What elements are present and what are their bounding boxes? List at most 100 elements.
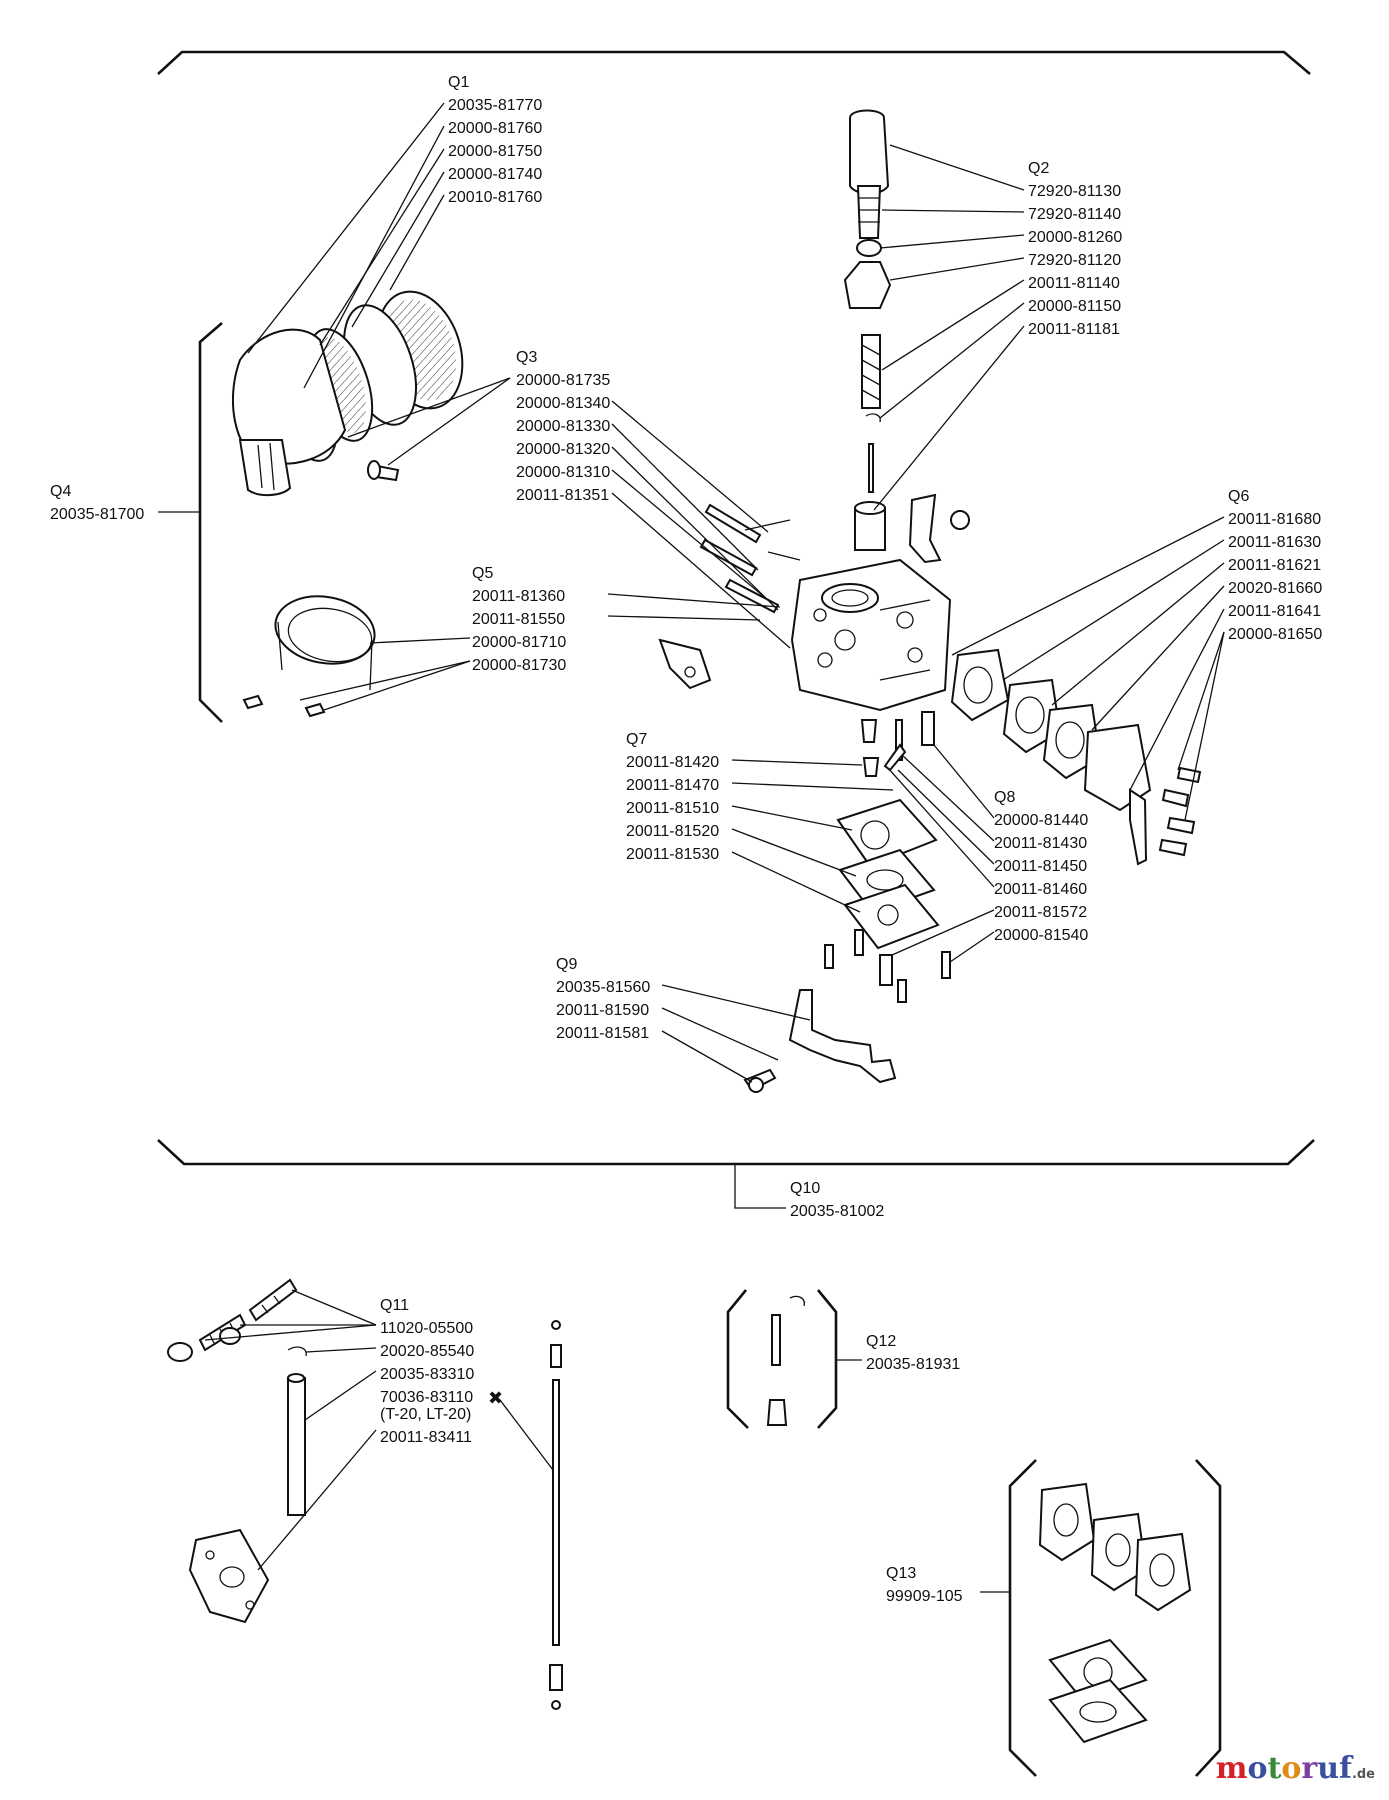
label-group-q2: Q2 72920-81130 72920-81140 20000-81260 7…	[1028, 160, 1122, 338]
q12-part-1: 20035-81931	[866, 1356, 960, 1373]
q12-title: Q12	[866, 1333, 896, 1350]
q11-part-2: 20020-85540	[380, 1343, 474, 1360]
brand-letter: t	[1267, 1751, 1282, 1786]
q1-part-3: 20000-81750	[448, 143, 542, 160]
q7-part-2: 20011-81470	[626, 777, 719, 794]
q8-part-6: 20000-81540	[994, 927, 1088, 944]
q2-part-2: 72920-81140	[1028, 206, 1121, 223]
q3-part-3: 20000-81330	[516, 418, 610, 435]
q3-part-5: 20000-81310	[516, 464, 610, 481]
metering-parts	[824, 711, 951, 1003]
brand-letter: o	[1281, 1751, 1302, 1786]
carburetor-body	[790, 493, 970, 712]
q11-part-1: 11020-05500	[380, 1320, 473, 1337]
q1-part-4: 20000-81740	[448, 166, 542, 183]
q4-title: Q4	[50, 483, 71, 500]
q1-part-5: 20010-81760	[448, 189, 542, 206]
q6-part-1: 20011-81680	[1228, 511, 1321, 528]
q9-part-2: 20011-81590	[556, 1002, 649, 1019]
brand-letter: o	[1247, 1751, 1268, 1786]
label-group-q3: Q3 20000-81735 20000-81340 20000-81330 2…	[516, 349, 610, 504]
q7-part-4: 20011-81520	[626, 823, 719, 840]
brand-letter: uf	[1317, 1751, 1352, 1786]
q8-part-1: 20000-81440	[994, 812, 1088, 829]
q8-part-4: 20011-81460	[994, 881, 1087, 898]
q11-parts	[167, 1278, 563, 1710]
q1-part-1: 20035-81770	[448, 97, 542, 114]
q5-part-3: 20000-81710	[472, 634, 566, 651]
q2-part-3: 20000-81260	[1028, 229, 1122, 246]
q2-part-7: 20011-81181	[1028, 321, 1120, 338]
q10-part-1: 20035-81002	[790, 1203, 884, 1220]
q6-part-2: 20011-81630	[1228, 534, 1321, 551]
q7-title: Q7	[626, 731, 647, 748]
label-group-q4: Q4 20035-81700	[50, 483, 144, 523]
q7-part-5: 20011-81530	[626, 846, 719, 863]
label-group-q11: Q11 11020-05500 20020-85540 20035-83310 …	[380, 1297, 503, 1446]
q8-title: Q8	[994, 789, 1015, 806]
brand-letter: r	[1301, 1751, 1318, 1786]
label-group-q5: Q5 20011-81360 20011-81550 20000-81710 2…	[472, 565, 566, 674]
label-group-q1: Q1 20035-81770 20000-81760 20000-81750 2…	[448, 74, 542, 206]
q6-title: Q6	[1228, 488, 1249, 505]
q6-part-5: 20011-81641	[1228, 603, 1321, 620]
top-brace	[157, 50, 1311, 75]
label-group-q8: Q8 20000-81440 20011-81430 20011-81450 2…	[994, 789, 1088, 944]
pump-gaskets	[950, 648, 1202, 866]
q4-part-1: 20035-81700	[50, 506, 144, 523]
label-group-q7: Q7 20011-81420 20011-81470 20011-81510 2…	[626, 731, 719, 863]
q7-part-1: 20011-81420	[626, 754, 719, 771]
label-group-q6: Q6 20011-81680 20011-81630 20011-81621 2…	[1228, 488, 1322, 643]
q4-brace	[158, 322, 223, 723]
q2-part-1: 72920-81130	[1028, 183, 1121, 200]
q3-part-2: 20000-81340	[516, 395, 610, 412]
q12-parts	[766, 1295, 805, 1426]
air-filter-assembly	[232, 290, 464, 496]
cross-marker: ✖	[488, 1388, 503, 1408]
q11-title: Q11	[380, 1297, 409, 1314]
q13-part-1: 99909-105	[886, 1588, 963, 1605]
q12-brace	[726, 1289, 862, 1429]
q11-part-5: 20011-83411	[380, 1429, 472, 1446]
label-group-q13: Q13 99909-105	[886, 1565, 963, 1605]
q9-title: Q9	[556, 956, 577, 973]
bottom-brace	[157, 1139, 1315, 1209]
q13-title: Q13	[886, 1565, 916, 1582]
label-group-q9: Q9 20035-81560 20011-81590 20011-81581	[556, 956, 650, 1042]
q1-title: Q1	[448, 74, 469, 91]
q7-part-3: 20011-81510	[626, 800, 719, 817]
q3-part-4: 20000-81320	[516, 441, 610, 458]
leader-lines	[204, 102, 1225, 1571]
throttle-shaft	[743, 989, 897, 1093]
q2-title: Q2	[1028, 160, 1049, 177]
q5-part-1: 20011-81360	[472, 588, 565, 605]
q1-part-2: 20000-81760	[448, 120, 542, 137]
q8-part-2: 20011-81430	[994, 835, 1087, 852]
q5-title: Q5	[472, 565, 493, 582]
q2-part-4: 72920-81120	[1028, 252, 1121, 269]
q11-part-4: 70036-83110	[380, 1389, 473, 1406]
q11-part-3: 20035-83310	[380, 1366, 474, 1383]
label-group-q10: Q10 20035-81002	[790, 1180, 884, 1220]
q11-part-4-note: (T-20, LT-20)	[380, 1406, 471, 1423]
q10-title: Q10	[790, 1180, 820, 1197]
q5-part-2: 20011-81550	[472, 611, 565, 628]
q8-part-5: 20011-81572	[994, 904, 1087, 921]
q3-part-1: 20000-81735	[516, 372, 610, 389]
label-group-q12: Q12 20035-81931	[866, 1333, 960, 1373]
q6-part-3: 20011-81621	[1228, 557, 1321, 574]
q2-part-6: 20000-81150	[1028, 298, 1121, 315]
q8-part-3: 20011-81450	[994, 858, 1087, 875]
q9-part-3: 20011-81581	[556, 1025, 649, 1042]
q2-part-5: 20011-81140	[1028, 275, 1120, 292]
q13-brace	[980, 1459, 1222, 1777]
brand-letter: m	[1215, 1751, 1248, 1786]
brand-watermark: motoruf.de	[1216, 1751, 1375, 1786]
needle-stack	[843, 109, 892, 551]
q9-part-1: 20035-81560	[556, 979, 650, 996]
brand-suffix: .de	[1351, 1767, 1375, 1782]
q3-part-6: 20011-81351	[516, 487, 609, 504]
q13-kit	[1038, 1482, 1192, 1744]
q3-title: Q3	[516, 349, 537, 366]
